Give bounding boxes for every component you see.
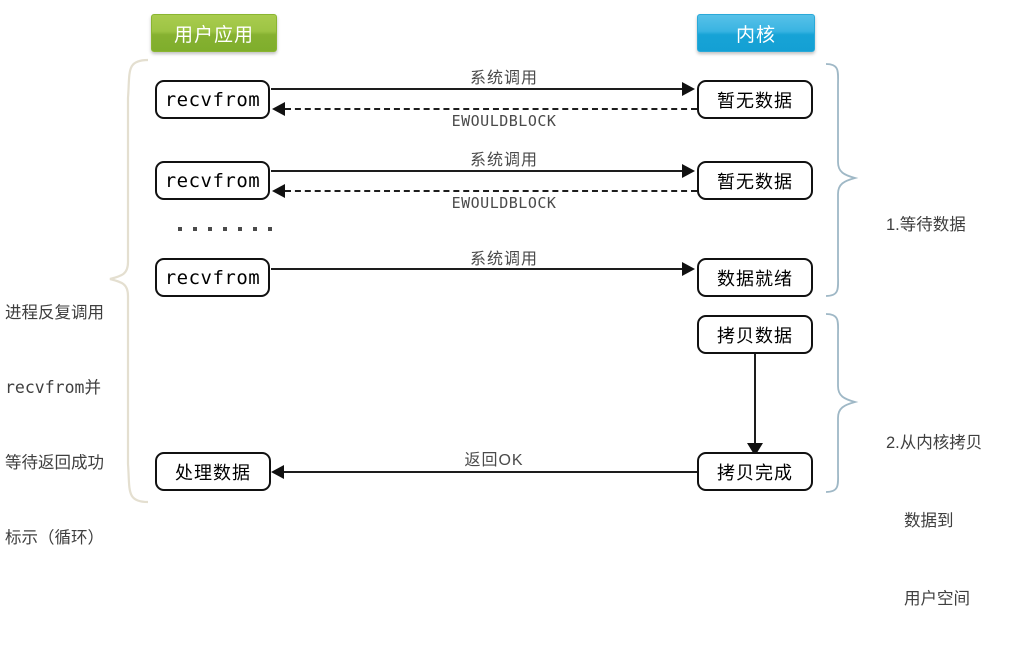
- right-caption-stage-1: 1.等待数据: [886, 160, 966, 290]
- node-copy-data-label: 拷贝数据: [717, 325, 793, 346]
- edge-copy-line: [754, 354, 756, 444]
- edge-return-ok-label: 返回OK: [464, 452, 524, 469]
- edge-syscall-1-label: 系统调用: [469, 70, 538, 87]
- node-recvfrom-2-label: recvfrom: [164, 169, 261, 192]
- ellipsis-dots: [178, 227, 272, 231]
- ellipsis-dot: [193, 227, 197, 231]
- node-recvfrom-2[interactable]: recvfrom: [155, 161, 270, 200]
- edge-ewouldblock-2-label: EWOULDBLOCK: [451, 194, 557, 212]
- ellipsis-dot: [268, 227, 272, 231]
- kernel-header-label: 内核: [735, 24, 776, 46]
- ellipsis-dot: [208, 227, 212, 231]
- node-copy-done-label: 拷贝完成: [717, 462, 793, 483]
- user-app-header-label: 用户应用: [173, 24, 254, 46]
- node-no-data-1[interactable]: 暂无数据: [697, 80, 813, 119]
- node-recvfrom-1-label: recvfrom: [164, 88, 261, 111]
- left-caption-line-2: recvfrom并: [5, 378, 101, 397]
- left-caption-line-4: 标示（循环）: [5, 528, 104, 547]
- edge-ewouldblock-2-line: [285, 190, 697, 192]
- right-caption-stage-1-label: 1.等待数据: [886, 216, 966, 234]
- left-caption-line-3: 等待返回成功: [5, 453, 104, 472]
- edge-syscall-3-label: 系统调用: [469, 251, 538, 268]
- node-data-ready-label: 数据就绪: [717, 268, 793, 289]
- node-copy-done[interactable]: 拷贝完成: [697, 452, 813, 491]
- node-no-data-1-label: 暂无数据: [717, 90, 793, 111]
- ellipsis-dot: [238, 227, 242, 231]
- kernel-header-pill: 内核: [697, 14, 815, 52]
- ellipsis-dot: [223, 227, 227, 231]
- node-data-ready[interactable]: 数据就绪: [697, 258, 813, 297]
- edge-syscall-3-arrowhead: [682, 262, 695, 276]
- right-brace-stage-2: [825, 313, 859, 493]
- node-no-data-2-label: 暂无数据: [717, 171, 793, 192]
- edge-syscall-2-arrowhead: [682, 164, 695, 178]
- node-process-data[interactable]: 处理数据: [155, 452, 271, 491]
- user-app-header-pill: 用户应用: [151, 14, 277, 52]
- edge-syscall-2-label: 系统调用: [469, 152, 538, 169]
- edge-ewouldblock-1-label: EWOULDBLOCK: [451, 112, 557, 130]
- edge-syscall-3-line: [271, 268, 684, 270]
- node-no-data-2[interactable]: 暂无数据: [697, 161, 813, 200]
- left-caption: 进程反复调用 recvfrom并 等待返回成功 标示（循环）: [5, 250, 104, 600]
- edge-syscall-1-line: [271, 88, 684, 90]
- left-caption-line-1: 进程反复调用: [5, 303, 104, 322]
- edge-syscall-2-line: [271, 170, 684, 172]
- diagram-canvas: 用户应用 内核 进程反复调用 recvfrom并 等待返回成功 标示（循环） r…: [5, 14, 982, 608]
- ellipsis-dot: [178, 227, 182, 231]
- right-brace-stage-1: [825, 63, 859, 297]
- right-caption-stage-2: 2.从内核拷贝 数据到 用户空间: [886, 378, 982, 664]
- ellipsis-dot: [253, 227, 257, 231]
- node-copy-data[interactable]: 拷贝数据: [697, 315, 813, 354]
- node-recvfrom-1[interactable]: recvfrom: [155, 80, 270, 119]
- right-caption-stage-2-line-1: 2.从内核拷贝: [886, 434, 983, 452]
- node-process-data-label: 处理数据: [175, 462, 251, 483]
- right-caption-stage-2-line-2: 数据到: [904, 512, 954, 530]
- edge-return-ok-line: [284, 471, 697, 473]
- left-brace: [109, 58, 149, 504]
- edge-syscall-1-arrowhead: [682, 82, 695, 96]
- edge-ewouldblock-2-arrowhead: [272, 184, 285, 198]
- node-recvfrom-3-label: recvfrom: [164, 266, 261, 289]
- edge-ewouldblock-1-arrowhead: [272, 102, 285, 116]
- node-recvfrom-3[interactable]: recvfrom: [155, 258, 270, 297]
- edge-return-ok-arrowhead: [271, 465, 284, 479]
- right-caption-stage-2-line-3: 用户空间: [904, 590, 970, 608]
- edge-ewouldblock-1-line: [285, 108, 697, 110]
